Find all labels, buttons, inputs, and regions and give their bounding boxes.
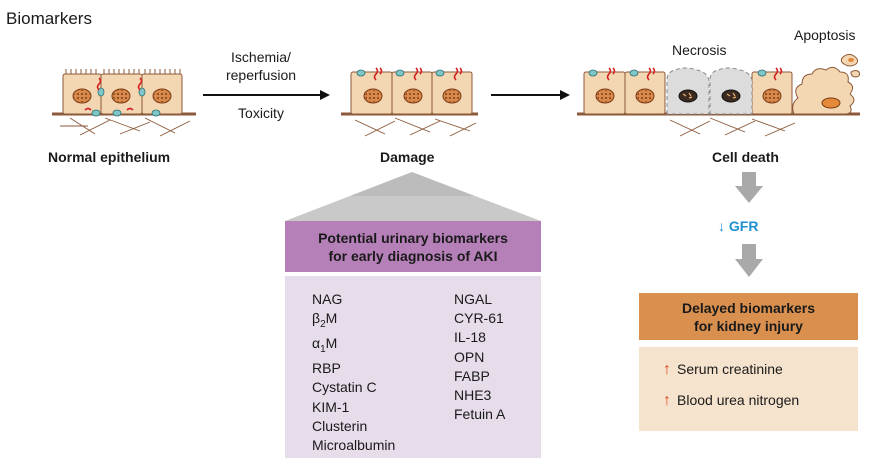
gfr-text: GFR bbox=[728, 218, 759, 234]
potential-biomarkers-header: Potential urinary biomarkers for early d… bbox=[285, 221, 541, 272]
apoptosis-label: Apoptosis bbox=[794, 27, 856, 43]
down-arrow-icon: ↓ bbox=[718, 218, 725, 234]
cause-label: Ischemia/ reperfusion bbox=[206, 48, 316, 84]
down-arrows bbox=[735, 172, 763, 277]
damage-cells bbox=[341, 67, 478, 137]
delayed-biomarkers-header: Delayed biomarkers for kidney injury bbox=[639, 293, 858, 340]
list-item: NAG bbox=[312, 291, 343, 307]
potential-title-line2: for early diagnosis of AKI bbox=[328, 247, 498, 264]
stage-normal-label: Normal epithelium bbox=[48, 149, 171, 165]
up-arrow-icon: ↑ bbox=[663, 361, 671, 378]
up-arrow-icon: ↑ bbox=[663, 392, 671, 409]
reperfusion-text: reperfusion bbox=[225, 67, 297, 83]
potential-title-line1: Potential urinary biomarkers bbox=[318, 229, 508, 246]
potential-biomarkers-list: NAG β2M α1M RBP Cystatin C KIM-1 Cluster… bbox=[285, 276, 541, 458]
list-item: ↑ Serum creatinine bbox=[663, 361, 783, 379]
delayed-title-line1: Delayed biomarkers bbox=[681, 299, 816, 316]
arrow-damage-to-death bbox=[491, 90, 570, 100]
list-item: NHE3 bbox=[454, 387, 492, 404]
figure-title: Biomarkers bbox=[6, 9, 92, 28]
serum-creatinine-text: Serum creatinine bbox=[677, 361, 783, 377]
necrosis-label: Necrosis bbox=[672, 42, 727, 58]
list-item: FABP bbox=[454, 367, 490, 384]
right-column: NGAL CYR-61 IL-18 OPN FABP NHE3 Fetuin A bbox=[454, 290, 505, 424]
cell-death-cells bbox=[577, 53, 861, 137]
list-item: OPN bbox=[454, 348, 485, 365]
bun-text: Blood urea nitrogen bbox=[677, 392, 800, 408]
list-item: α1M bbox=[312, 335, 338, 355]
list-item: ↑ Blood urea nitrogen bbox=[663, 392, 799, 410]
left-column: NAG β2M α1M RBP Cystatin C KIM-1 Cluster… bbox=[312, 290, 395, 455]
toxicity-text: Toxicity bbox=[238, 105, 284, 121]
gfr-label: ↓ GFR bbox=[718, 218, 758, 234]
normal-epithelium-cells bbox=[52, 69, 196, 137]
arrow-normal-to-damage bbox=[203, 90, 330, 100]
list-item: Clusterin bbox=[312, 417, 368, 434]
list-item: RBP bbox=[312, 360, 341, 377]
list-item: CYR-61 bbox=[454, 310, 504, 327]
delayed-biomarkers-list: ↑ Serum creatinine ↑ Blood urea nitrogen bbox=[639, 347, 858, 431]
ischemia-text: Ischemia/ bbox=[231, 49, 291, 65]
list-item: Microalbumin bbox=[312, 437, 396, 454]
list-item: IL-18 bbox=[454, 329, 486, 346]
stage-death-label: Cell death bbox=[712, 149, 779, 165]
list-item: NGAL bbox=[454, 291, 493, 307]
list-item: KIM-1 bbox=[312, 398, 350, 415]
delayed-title-line2: for kidney injury bbox=[694, 317, 803, 334]
list-item: Fetuin A bbox=[454, 406, 506, 423]
list-item: Cystatin C bbox=[312, 379, 377, 396]
list-item: β2M bbox=[312, 310, 338, 330]
focus-triangle bbox=[285, 172, 541, 221]
stage-damage-label: Damage bbox=[380, 149, 435, 165]
